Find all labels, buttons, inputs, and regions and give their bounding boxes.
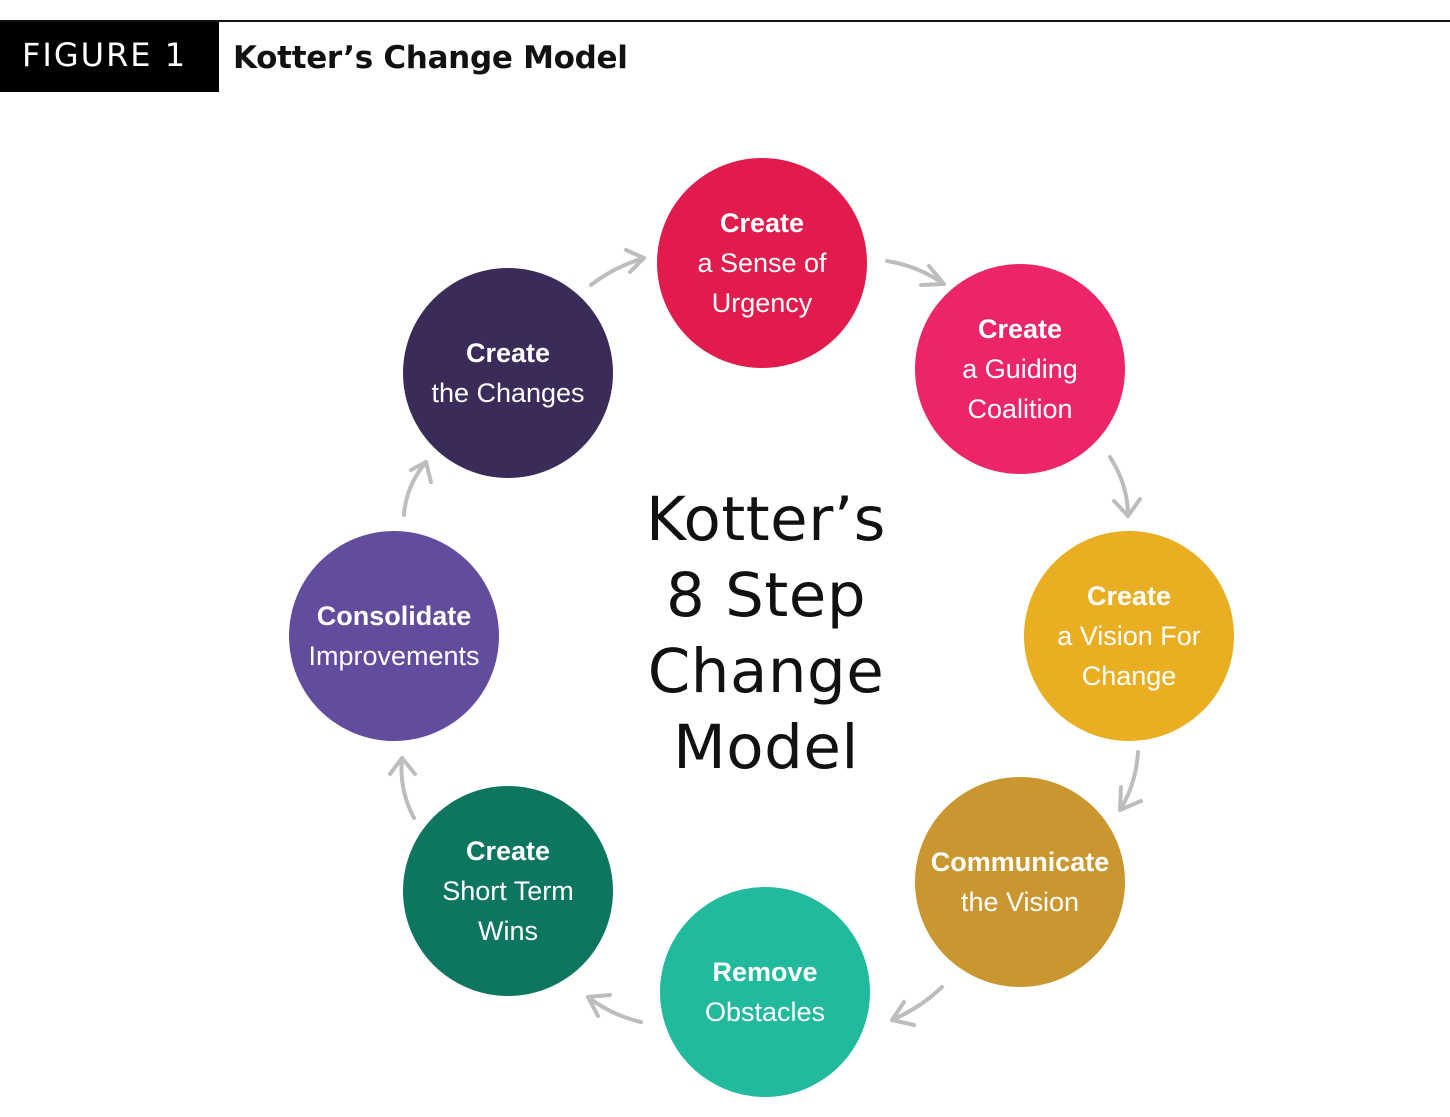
step-4-circle: Communicate the Vision [915, 777, 1125, 987]
step-6-heading: Create [465, 836, 551, 866]
center-title: Kotter’s 8 Step Change Model [566, 482, 966, 786]
step-8-heading: Create [465, 338, 551, 368]
step-5-heading: Remove [712, 957, 818, 987]
step-8-line: the Changes [431, 378, 585, 408]
step-3-line: a Vision For [1057, 621, 1201, 651]
step-5-line: Obstacles [704, 997, 826, 1027]
step-1-line: Urgency [711, 288, 813, 318]
step-2-circle: Create a Guiding Coalition [915, 264, 1125, 474]
figure-label: FIGURE 1 [0, 22, 219, 92]
step-1-line: a Sense of [697, 248, 827, 278]
step-6-line: Wins [478, 916, 538, 946]
arrow-6-to-7 [399, 756, 416, 820]
arrow-4-to-5 [890, 985, 944, 1022]
step-7-line: Improvements [308, 641, 480, 671]
figure-title: Kotter’s Change Model [233, 40, 628, 76]
step-3-line: Change [1081, 661, 1177, 691]
step-3-circle: Create a Vision For Change [1024, 531, 1234, 741]
step-1-heading: Create [719, 208, 805, 238]
step-2-heading: Create [977, 314, 1063, 344]
center-title-line: 8 Step [665, 560, 867, 631]
arrow-5-to-6-head [586, 993, 612, 1018]
arrow-2-to-3-head [1112, 497, 1142, 518]
arrow-3-to-4-head [1118, 785, 1143, 812]
arrow-1-to-2-head [919, 264, 946, 287]
step-2-line: Coalition [967, 394, 1073, 424]
step-1-circle: Create a Sense of Urgency [657, 158, 867, 368]
step-8-circle: Create the Changes [403, 268, 613, 478]
arrow-6-to-7-head [388, 756, 417, 776]
step-5-circle: Remove Obstacles [660, 887, 870, 1097]
step-6-line: Short Term [442, 876, 574, 906]
step-4-heading: Communicate [930, 847, 1110, 877]
step-2-line: a Guiding [962, 354, 1078, 384]
center-title-line: Model [673, 712, 859, 783]
step-6-circle: Create Short Term Wins [403, 786, 613, 996]
step-4-line: the Vision [960, 887, 1080, 917]
arrow-5-to-6 [586, 995, 643, 1024]
top-rule [0, 20, 1450, 22]
arrow-3-to-4 [1118, 750, 1140, 812]
arrow-7-to-8-head [409, 460, 433, 484]
arrow-7-to-8 [402, 460, 428, 517]
arrow-8-to-1 [589, 256, 646, 287]
step-7-circle: Consolidate Improvements [289, 531, 499, 741]
step-3-heading: Create [1086, 581, 1172, 611]
center-title-line: Change [647, 636, 885, 707]
arrow-2-to-3 [1108, 455, 1130, 518]
arrow-8-to-1-head [624, 248, 646, 274]
step-7-heading: Consolidate [316, 601, 472, 631]
center-title-line: Kotter’s [646, 484, 886, 555]
arrow-4-to-5-head [890, 1000, 916, 1027]
